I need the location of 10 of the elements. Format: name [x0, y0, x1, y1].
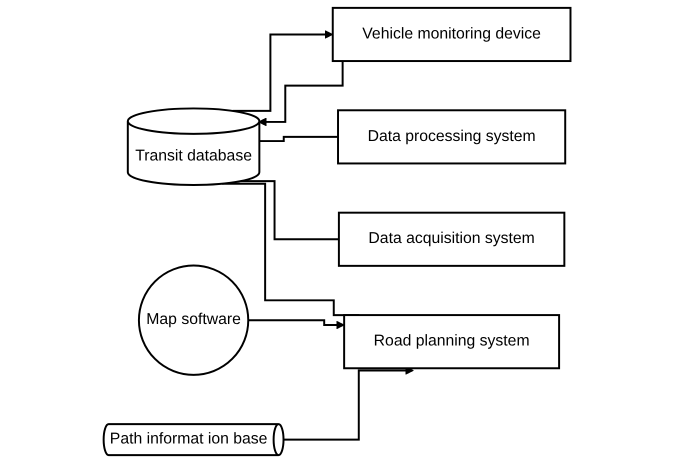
arrow — [233, 30, 334, 112]
arrow — [248, 319, 346, 330]
connector — [241, 180, 340, 240]
node-box: Road planning system — [344, 314, 561, 370]
node-text: Path informat ion base — [110, 430, 268, 448]
node-box: Data processing system — [337, 109, 567, 164]
node-box: Data acquisition system — [338, 212, 566, 267]
connector — [260, 136, 338, 142]
node-box: Vehicle monitoring device — [332, 6, 572, 62]
node-circle: Map software — [138, 264, 250, 376]
